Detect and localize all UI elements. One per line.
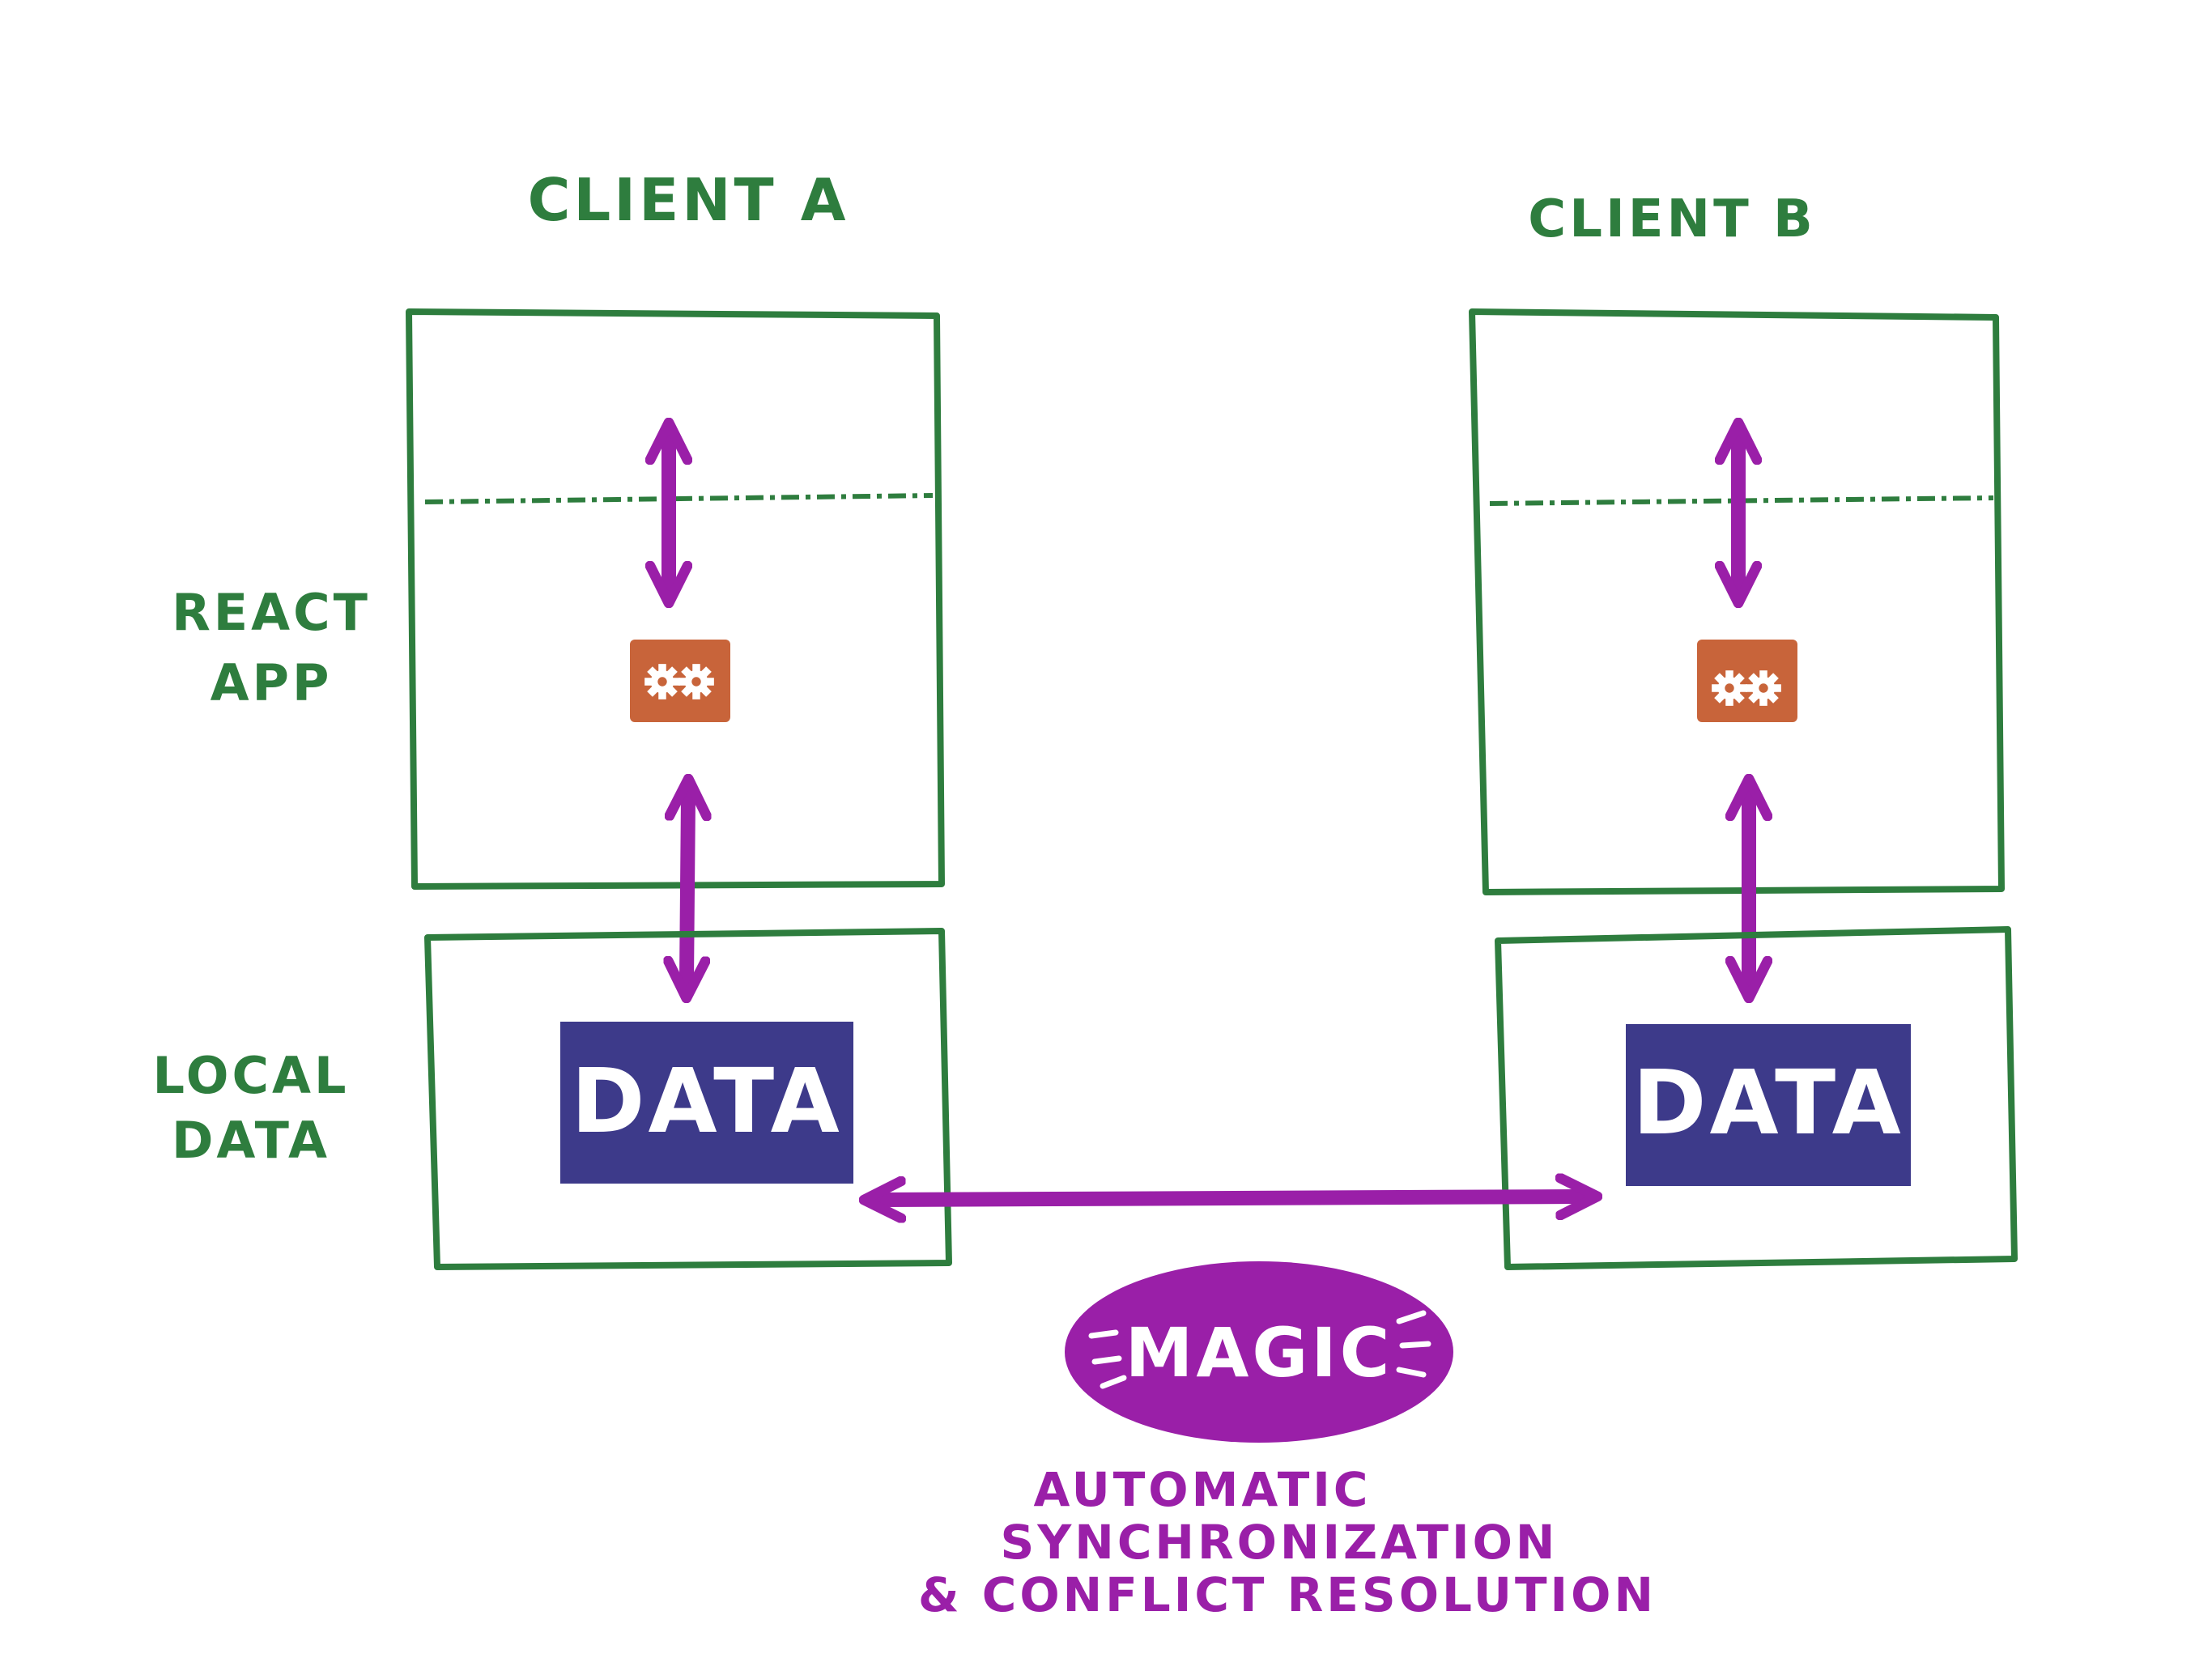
local-data-label-line2: DATA — [172, 1111, 330, 1170]
sparkle-icon — [1088, 1310, 1431, 1389]
client-a-title: CLIENT A — [528, 166, 849, 234]
client-b-data-box — [1495, 926, 2018, 1270]
client-a-data-label: DATA — [571, 1049, 843, 1153]
client-b-data-block — [1626, 1024, 1911, 1186]
client-b-data-label: DATA — [1632, 1051, 1904, 1154]
client-a-app-box — [406, 308, 945, 890]
magic-badge: MAGIC — [1065, 1261, 1453, 1443]
client-a: DATA — [406, 308, 952, 1270]
client-a-data-block — [560, 1022, 853, 1184]
magic-label: MAGIC — [1125, 1313, 1393, 1392]
client-b: DATA — [1469, 308, 2018, 1270]
client-a-data-box — [424, 928, 952, 1270]
client-b-app-box — [1469, 308, 2005, 895]
client-a-divider — [424, 493, 934, 504]
client-a-data-arrow — [687, 797, 688, 980]
client-a-gears-icon — [630, 640, 730, 722]
client-b-title: CLIENT B — [1528, 189, 1816, 249]
magic-caption-line2: SYNCHRONIZATION — [1001, 1515, 1559, 1570]
react-app-label-line1: REACT — [172, 583, 371, 642]
magic-caption-line1: AUTOMATIC — [1034, 1462, 1372, 1517]
magic-caption-line3: & CONFLICT RESOLUTION — [918, 1567, 1657, 1622]
react-app-label-line2: APP — [211, 653, 333, 712]
sync-arrow — [883, 1197, 1579, 1200]
local-data-label-line1: LOCAL — [153, 1046, 350, 1105]
client-b-gears-icon — [1697, 640, 1797, 722]
